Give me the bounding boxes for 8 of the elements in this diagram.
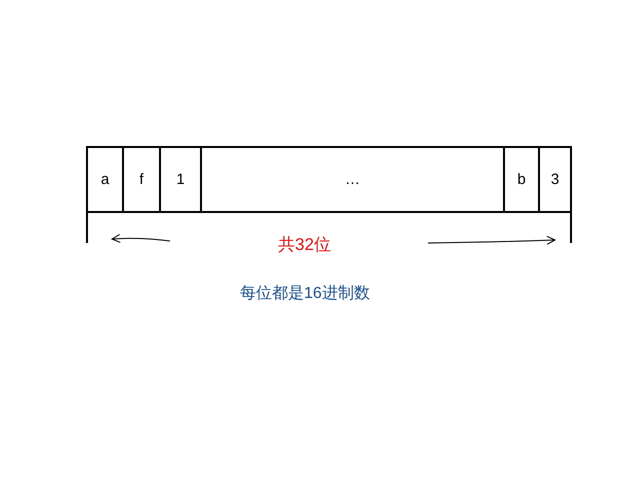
digit-cell: a — [86, 146, 124, 213]
digit-cell: 1 — [159, 146, 202, 213]
digit-cell: f — [122, 146, 161, 213]
digit-cell: 3 — [538, 146, 572, 213]
ellipsis-cell: … — [200, 146, 505, 213]
note-text: 每位都是16进制数 — [240, 284, 370, 304]
bit-count-label: 共32位 — [278, 234, 331, 256]
digit-cell: b — [503, 146, 540, 213]
